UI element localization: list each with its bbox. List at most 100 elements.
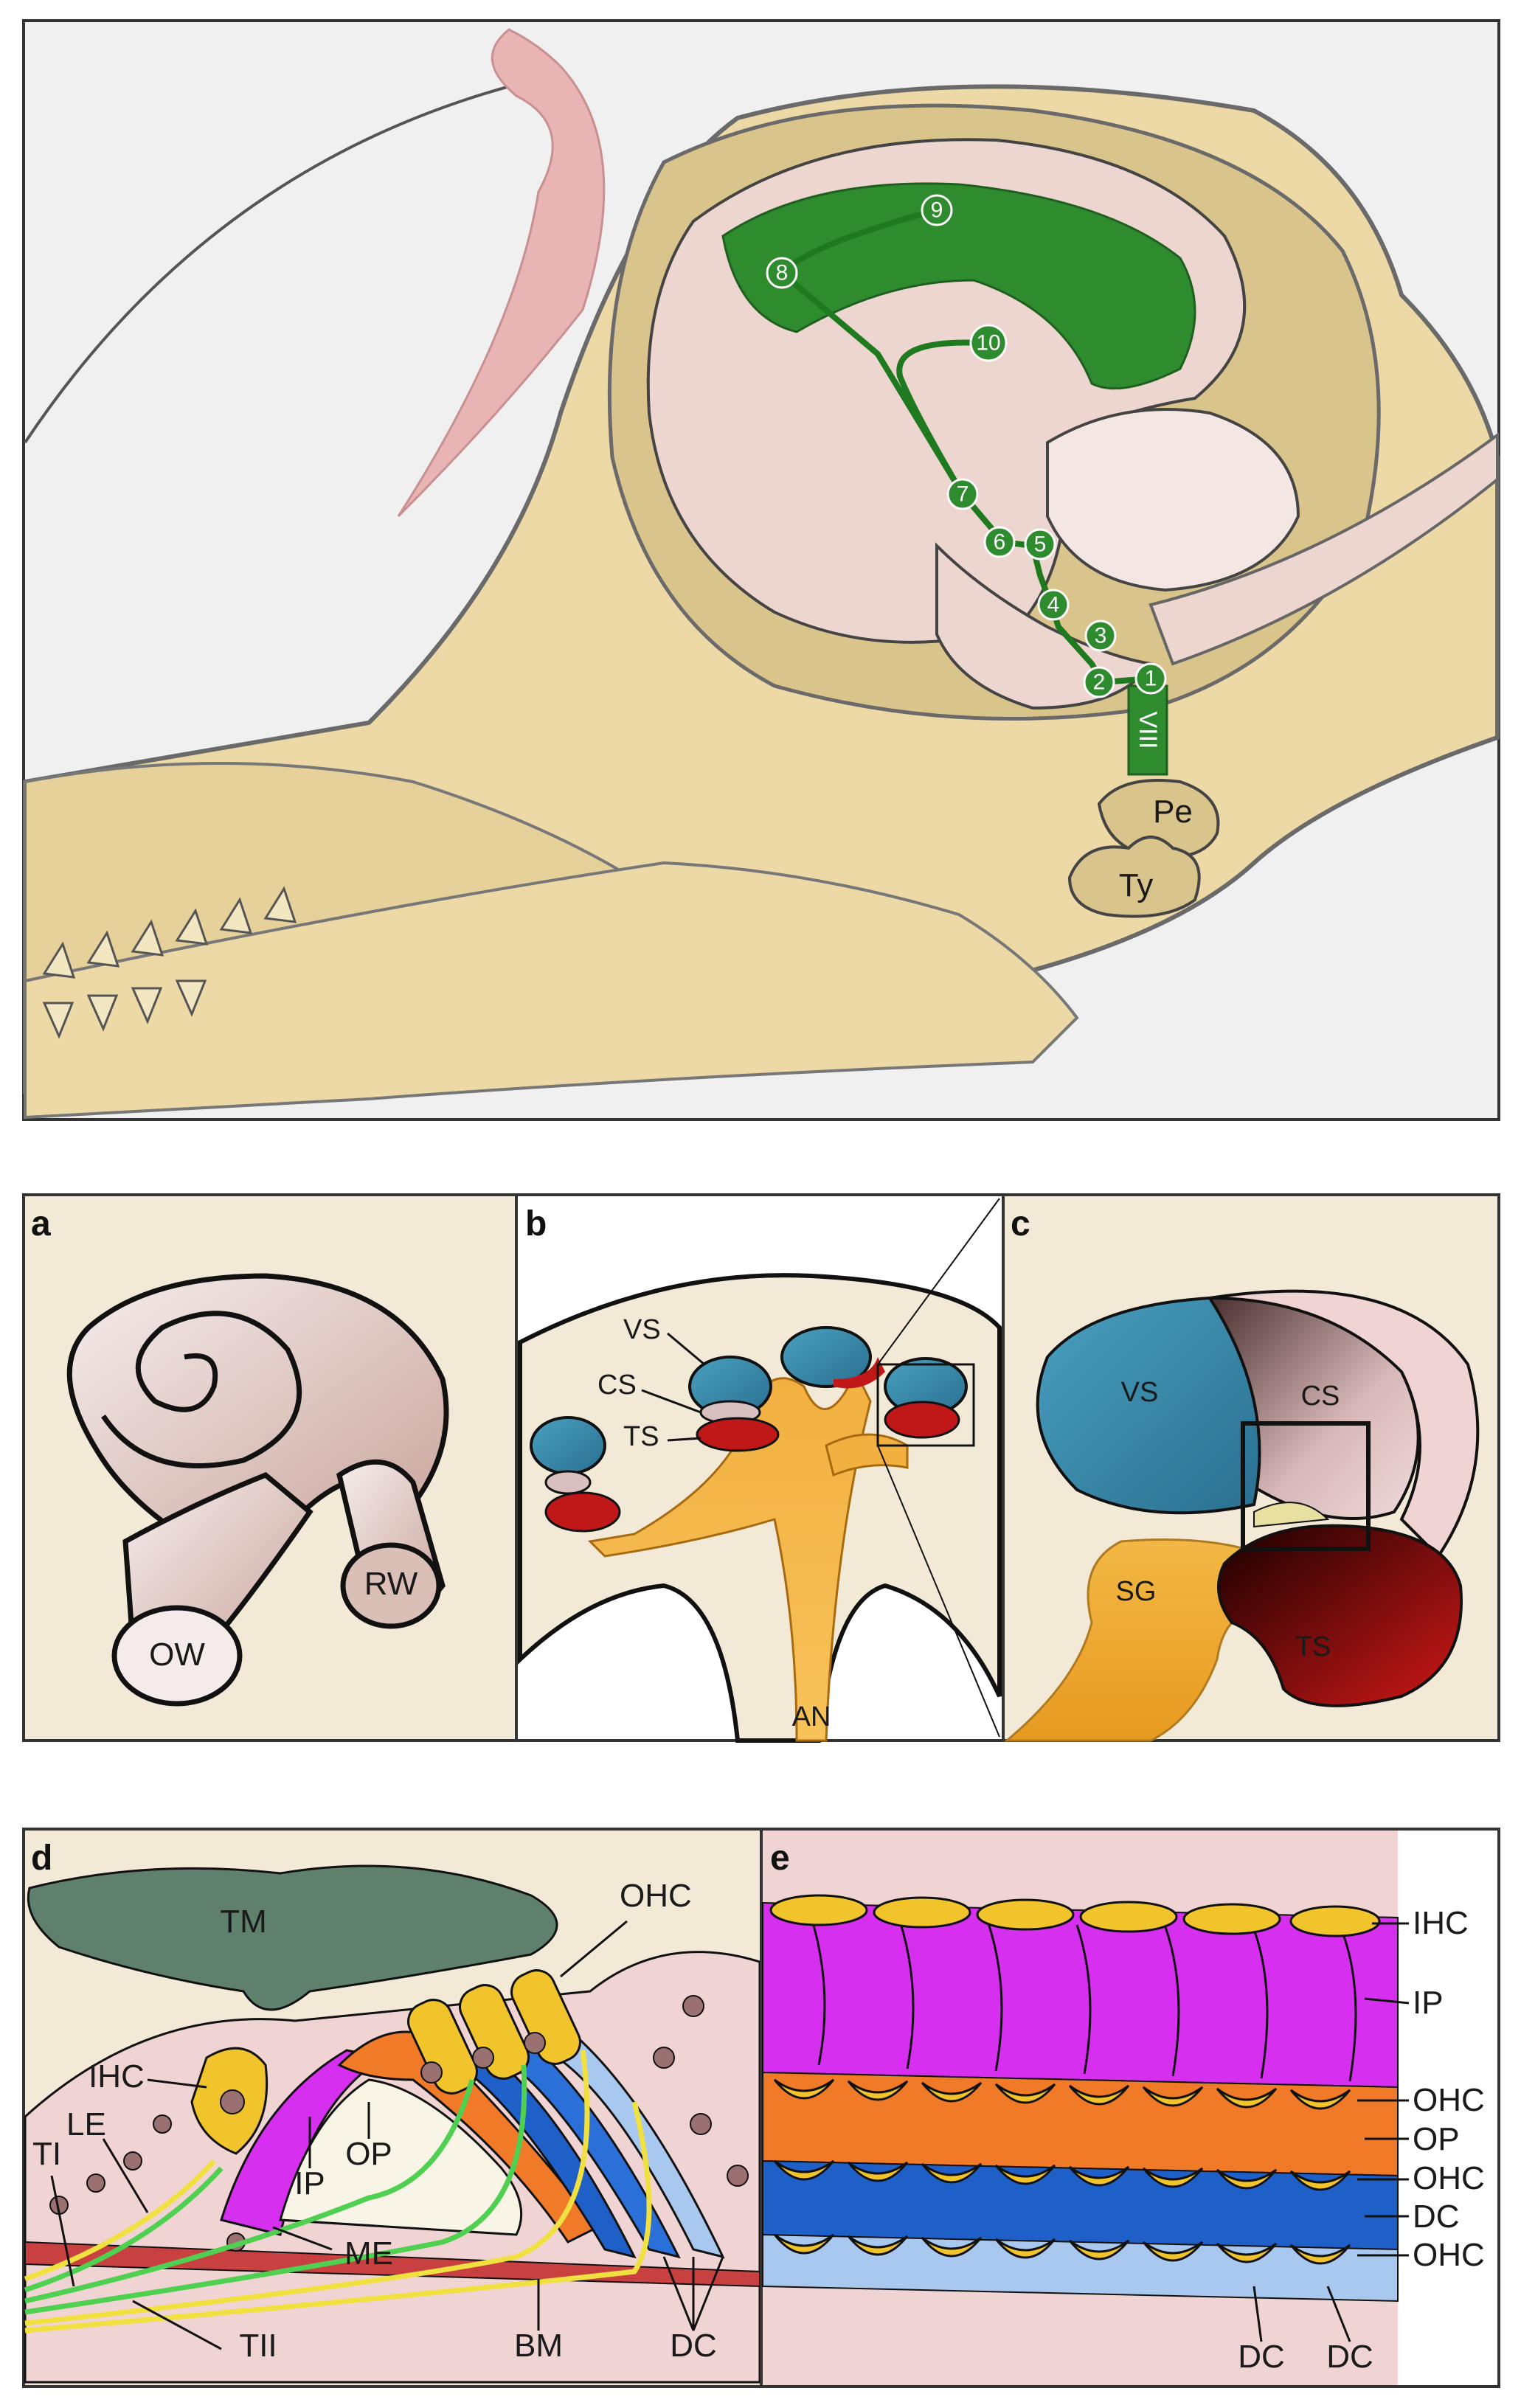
cochlear-turn-middle [688,1356,780,1452]
vs-label-c: VS [1121,1377,1159,1408]
cochlear-turn-apical [780,1326,885,1389]
panel-c-letter: c [1011,1204,1030,1243]
dc-leaders-d [662,2256,724,2331]
svg-text:3: 3 [1095,624,1107,648]
svg-text:1: 1 [1145,667,1157,691]
cs-label-b: CS [597,1370,637,1401]
teeth-row [42,886,297,1039]
tunnel-space [279,2078,523,2236]
pathway-node-1: 1 [1134,662,1167,695]
zoom-line-bottom [877,1445,1000,1738]
vs-label-b: VS [623,1314,661,1345]
svg-text:7: 7 [957,482,969,507]
pathway-node-10: 10 [969,324,1008,362]
dc-label-e-bottom-2: DC [1326,2339,1373,2375]
svg-text:8: 8 [776,261,789,285]
dc-label-d: DC [670,2328,717,2364]
svg-text:9: 9 [931,198,943,223]
bm-label-d: BM [514,2328,563,2364]
pathway-node-7: 7 [946,478,979,510]
blowhole-passage [397,28,606,518]
tympanic-label: Ty [1119,867,1153,903]
ohc-label-e-1: OHC [1413,2082,1485,2118]
organ-of-corti-region [1253,1502,1330,1528]
spinal-cord [1148,432,1499,666]
op-label-d: OP [345,2136,392,2172]
panel-a-letter: a [31,1204,51,1243]
cerebellum [1046,408,1300,592]
ohc-row-1 [773,2078,1351,2110]
svg-text:4: 4 [1047,593,1060,617]
panel-e-letter: e [770,1839,790,1878]
ohc-row-2 [773,2159,1351,2191]
ip-cell-borders [810,1917,1357,2082]
ihc-leader-d [147,2078,207,2089]
dc-label-e-bottom-1: DC [1238,2339,1285,2375]
outer-hair-cells-ohc [407,1969,581,2095]
me-leader-d [272,2226,333,2251]
pathway-node-3: 3 [1084,620,1117,652]
tympanic-bone [1067,836,1201,918]
ts-leader-b [667,1437,701,1442]
ihc-label-e: IHC [1413,1905,1469,1941]
dc-label-e: DC [1413,2199,1460,2235]
tm-label: TM [220,1904,267,1940]
round-window-label: RW [364,1566,418,1602]
nerve-label-viii: VIII [1134,711,1162,749]
cs-label-c: CS [1301,1381,1340,1412]
cochlea-spiral [101,1311,302,1468]
panel-c: c VS CS SG TS [1002,1193,1500,1742]
tii-label-d: TII [239,2328,277,2364]
sg-label-c: SG [1116,1576,1157,1607]
pathway-node-8: 8 [766,257,798,289]
pathway-node-5: 5 [1024,528,1056,561]
le-leader-d [102,2138,149,2213]
le-label-d: LE [66,2106,106,2142]
cochlear-turn-basal [530,1416,621,1533]
ohc-nuclei [420,2032,546,2083]
ohc-row-3 [773,2233,1351,2265]
top-panel-skull-diagram: VIII 1 2 3 4 5 6 7 8 9 10 Pe Ty [22,19,1500,1121]
pathway-node-4: 4 [1037,589,1070,621]
dc-leader-e-bottom-2 [1326,2286,1351,2342]
vestibulocochlear-nerve [1127,684,1168,776]
body-outline [24,72,561,444]
ohc-label-d: OHC [620,1878,692,1914]
panel-a: a RW OW [22,1193,518,1742]
mandible [24,861,1079,1120]
ti-leader-d [50,2175,75,2287]
dc-leader-e-bottom-1 [1253,2286,1263,2342]
nerve-fibers [24,2050,652,2334]
cochlear-turn-boxed [876,1357,975,1447]
svg-text:10: 10 [976,331,1000,355]
pathway-node-9: 9 [921,194,953,226]
tectorial-membrane-tm [27,1864,558,2011]
ti-label-d: TI [32,2136,61,2172]
auditory-cortex [721,182,1196,390]
inset-box-b [876,1363,975,1447]
ts-label-c: TS [1295,1631,1331,1662]
inset-box-c [1241,1421,1371,1551]
panel-b: b VS CS TS AN [515,1193,1005,1743]
periotic-label: Pe [1153,794,1193,830]
panel-b-letter: b [525,1204,547,1243]
tii-leader-d [132,2300,222,2350]
deiters-cells-dc [454,2034,725,2259]
ohc-label-e-3: OHC [1413,2237,1485,2273]
vs-leader-b [667,1332,705,1366]
zoom-line-top [877,1198,1000,1365]
panel-e: e [760,1828,1500,2388]
ts-label-b: TS [623,1421,659,1452]
svg-text:6: 6 [994,530,1006,555]
ihc-label-d: IHC [89,2058,145,2095]
cs-leader-b [641,1389,701,1414]
ip-label-e: IP [1413,1985,1444,2021]
round-window [340,1542,442,1629]
op-label-e: OP [1413,2121,1460,2157]
oval-window [111,1605,243,1707]
panel-d: d TM [22,1828,763,2388]
scala-vestibuli-vs [1036,1296,1261,1515]
svg-text:2: 2 [1093,670,1106,695]
pathway-node-6: 6 [983,526,1016,558]
